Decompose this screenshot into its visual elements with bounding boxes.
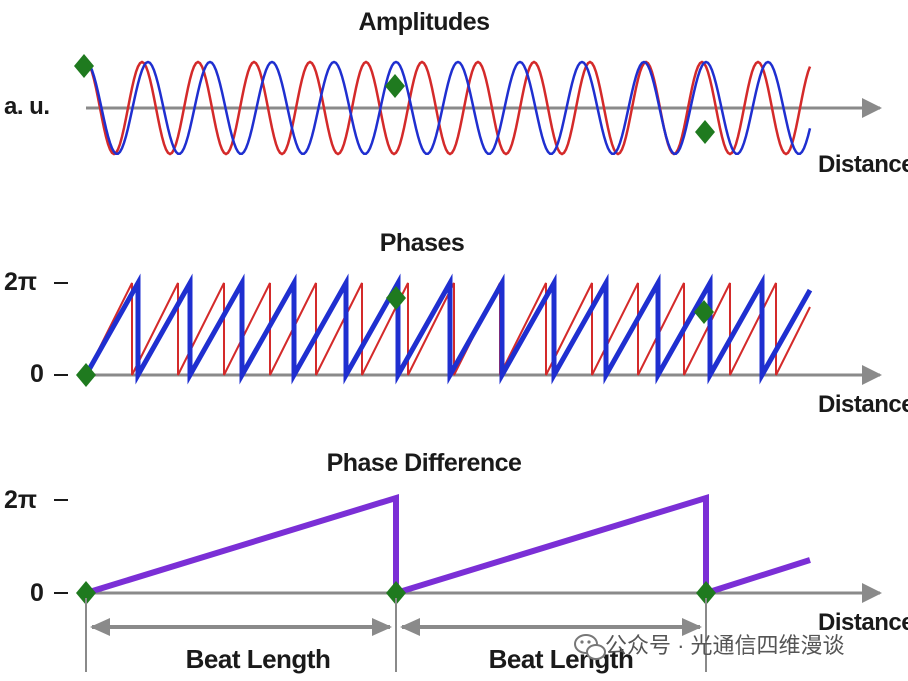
phase-difference-sawtooth [85, 493, 811, 598]
phase-difference-panel: Phase Difference 2π 0 Distance Beat Leng… [4, 449, 908, 674]
watermark-text: 公众号 · 光通信四维漫谈 [605, 633, 845, 658]
amplitudes-marker-3 [695, 120, 715, 144]
beat-length-arrow-1-right-head [372, 618, 392, 636]
beat-length-label-2: Beat Length [489, 644, 634, 674]
blue-wave [85, 60, 812, 156]
watermark: 公众号 · 光通信四维漫谈 [574, 633, 845, 660]
beat-length-arrow-2-right-head [682, 618, 702, 636]
beat-length-label-1: Beat Length [186, 644, 331, 674]
phase-difference-title: Phase Difference [327, 449, 522, 477]
phases-panel: Phases 2π 0 Distance [4, 229, 908, 418]
phases-x-label: Distance [818, 391, 908, 418]
blue-phase-sawtooth [83, 273, 813, 385]
beat-length-arrow-2-left-head [400, 618, 420, 636]
red-phase-sawtooth [85, 282, 811, 376]
difference-marker-3 [696, 581, 716, 605]
difference-tick-zero: 0 [30, 579, 44, 607]
phases-axis-arrow [862, 365, 882, 385]
red-wave [85, 60, 812, 156]
difference-x-label: Distance [818, 609, 908, 636]
amplitudes-axis-arrow [862, 98, 882, 118]
difference-marker-1 [76, 581, 96, 605]
beat-length-arrow-1-left-head [90, 618, 110, 636]
phases-title: Phases [380, 229, 465, 257]
difference-axis-arrow [862, 583, 882, 603]
difference-marker-2 [386, 581, 406, 605]
difference-tick-2pi: 2π [4, 486, 37, 514]
amplitudes-title: Amplitudes [358, 8, 489, 36]
amplitudes-panel: Amplitudes a. u. Distance [4, 8, 908, 178]
phases-marker-1 [76, 363, 96, 387]
amplitudes-marker-2 [385, 74, 405, 98]
amplitudes-y-label: a. u. [4, 93, 50, 120]
phases-marker-3 [694, 300, 714, 324]
phases-tick-2pi: 2π [4, 268, 37, 296]
phases-marker-2 [386, 286, 406, 310]
amplitudes-marker-1 [74, 54, 94, 78]
phases-tick-zero: 0 [30, 360, 44, 388]
amplitudes-x-label: Distance [818, 151, 908, 178]
wechat-icon [574, 634, 606, 660]
